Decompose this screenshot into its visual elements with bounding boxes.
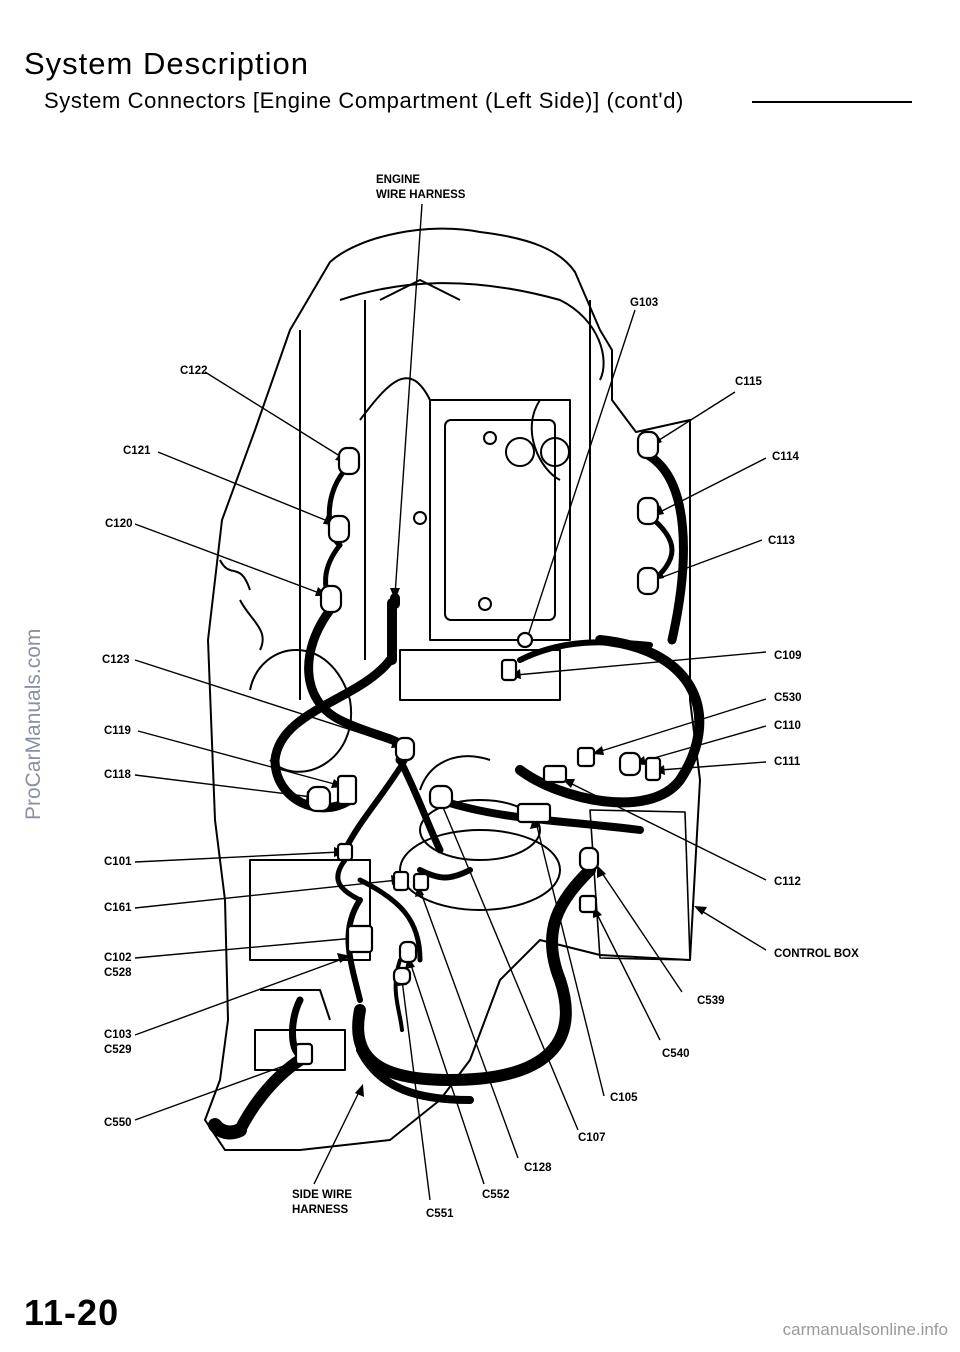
label-c111: C111 — [774, 756, 801, 768]
connector-c540 — [578, 894, 598, 914]
connector-c101 — [336, 842, 354, 862]
connector-c120 — [319, 584, 343, 614]
connector-c530 — [576, 746, 596, 768]
connector-c112 — [542, 764, 568, 784]
label-c105: C105 — [610, 1092, 638, 1104]
label-c529: C529 — [104, 1044, 132, 1056]
label-c530: C530 — [774, 692, 802, 704]
connector-c114 — [636, 496, 660, 526]
connector-c111 — [644, 756, 662, 782]
label-engine-wire-harness-line1: ENGINE — [376, 174, 420, 186]
label-c528: C528 — [104, 967, 132, 979]
label-c114: C114 — [772, 451, 799, 463]
label-c122: C122 — [180, 365, 208, 377]
label-c550: C550 — [104, 1117, 132, 1129]
label-c539: C539 — [697, 995, 725, 1007]
label-c123: C123 — [102, 654, 130, 666]
watermark-bottom: carmanualsonline.info — [782, 1320, 948, 1339]
connector-c105-block — [516, 802, 552, 824]
label-control-box: CONTROL BOX — [774, 948, 859, 960]
label-c161: C161 — [104, 902, 132, 914]
diagram-labels: ENGINE WIRE HARNESS G103 C122 C115 C121 … — [102, 174, 859, 1220]
connector-g103 — [516, 631, 534, 649]
connector-c123 — [394, 736, 416, 762]
page-subtitle: System Connectors [Engine Compartment (L… — [44, 88, 684, 113]
connector-c552 — [398, 940, 418, 964]
label-c109: C109 — [774, 650, 802, 662]
label-c119: C119 — [104, 725, 131, 737]
connector-c121 — [327, 514, 351, 544]
page-title: System Description — [24, 46, 310, 81]
connector-c110 — [618, 751, 642, 777]
label-c107: C107 — [578, 1132, 606, 1144]
connector-c103 — [294, 1042, 314, 1066]
label-c118: C118 — [104, 769, 131, 781]
label-engine-wire-harness-line2: WIRE HARNESS — [376, 189, 466, 201]
leader-lines — [134, 203, 767, 1201]
label-c540: C540 — [662, 1048, 690, 1060]
watermark-side: ProCarManuals.com — [22, 628, 45, 820]
label-g103: G103 — [630, 297, 658, 309]
connector-c539 — [578, 846, 600, 872]
engine-bay-outline — [204, 227, 701, 1151]
connector-c551 — [392, 966, 412, 986]
label-c551: C551 — [426, 1208, 454, 1220]
label-c101: C101 — [104, 856, 132, 868]
label-c128: C128 — [524, 1162, 552, 1174]
connector-c102 — [346, 924, 374, 954]
subtitle-rule — [752, 101, 912, 103]
connector-c118 — [306, 785, 332, 813]
connector-c122 — [337, 446, 361, 476]
connector-c107-block — [428, 784, 454, 810]
label-c115: C115 — [735, 376, 762, 388]
label-c121: C121 — [123, 445, 151, 457]
connector-c128-block — [412, 872, 430, 892]
label-c102: C102 — [104, 952, 132, 964]
label-c113: C113 — [768, 535, 795, 547]
connector-c119 — [336, 774, 358, 806]
label-c103: C103 — [104, 1029, 132, 1041]
label-c112: C112 — [774, 876, 801, 888]
connector-c161 — [392, 870, 410, 892]
label-c120: C120 — [105, 518, 133, 530]
label-side-wire-harness-line1: SIDE WIRE — [292, 1189, 352, 1201]
connector-c115 — [636, 430, 660, 460]
label-c110: C110 — [774, 720, 801, 732]
connector-bodies — [294, 430, 662, 1066]
page-number: 11-20 — [24, 1292, 120, 1333]
connector-c109 — [500, 658, 518, 682]
label-side-wire-harness-line2: HARNESS — [292, 1204, 349, 1216]
connector-c113 — [636, 566, 660, 596]
label-c552: C552 — [482, 1189, 510, 1201]
